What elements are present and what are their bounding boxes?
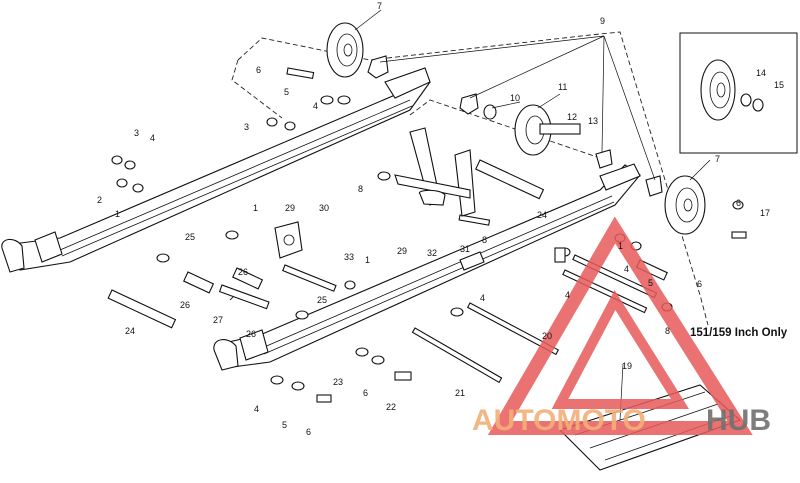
callout-30: 30: [319, 203, 329, 213]
callout-12: 12: [567, 112, 577, 122]
callout-26: 26: [238, 267, 248, 277]
model-length-note: 151/159 Inch Only: [690, 327, 788, 339]
callout-27: 27: [213, 315, 223, 325]
leader-lines: [354, 9, 711, 421]
callout-1: 1: [115, 209, 120, 219]
callout-23: 23: [333, 377, 343, 387]
callout-1c: 1: [365, 255, 370, 265]
callout-5: 5: [284, 87, 289, 97]
callout-29: 29: [285, 203, 295, 213]
callout-6b: 6: [736, 198, 741, 208]
watermark-brand-second: HUB: [706, 404, 771, 437]
callout-25b: 25: [317, 295, 327, 305]
callout-15: 15: [774, 80, 784, 90]
callout-20: 20: [542, 331, 552, 341]
callout-31: 31: [460, 244, 470, 254]
center-bracket: [274, 127, 476, 259]
small-parts: [111, 55, 744, 391]
inset-box: [679, 32, 798, 154]
callout-4b: 4: [150, 133, 155, 143]
callout-13: 13: [588, 116, 598, 126]
wheels: [326, 22, 706, 235]
callout-32: 32: [427, 248, 437, 258]
lower-rail: [213, 163, 641, 371]
callout-6d: 6: [363, 388, 368, 398]
callout-24: 24: [537, 210, 547, 220]
callout-4d: 4: [565, 290, 570, 300]
callout-14: 14: [756, 68, 766, 78]
callout-9: 9: [600, 16, 605, 26]
callout-8b: 8: [482, 235, 487, 245]
callout-6: 6: [256, 65, 261, 75]
callout-21: 21: [455, 388, 465, 398]
callout-17: 17: [760, 208, 770, 218]
callout-3b: 3: [134, 128, 139, 138]
callout-7: 7: [377, 1, 382, 11]
callout-8: 8: [358, 184, 363, 194]
callout-26c: 26: [246, 329, 256, 339]
callout-22: 22: [386, 402, 396, 412]
callout-25: 25: [185, 232, 195, 242]
callout-33: 33: [344, 252, 354, 262]
watermark-brand: AUTOMOTO HUB: [472, 404, 771, 437]
callout-19: 19: [622, 361, 632, 371]
upper-rail: [1, 67, 431, 273]
callout-26b: 26: [180, 300, 190, 310]
callout-11: 11: [558, 82, 567, 92]
callout-4f: 4: [254, 404, 259, 414]
callout-10: 10: [510, 93, 520, 103]
callout-7b: 7: [715, 154, 720, 164]
callout-1b: 1: [253, 203, 258, 213]
callout-29b: 29: [397, 246, 407, 256]
callout-3: 3: [244, 122, 249, 132]
watermark-logo: [487, 216, 753, 435]
callout-numbers: 7 9 6 5 4 3 3 4 2 1 11 10 12 13 14 15 7 …: [97, 1, 784, 437]
callout-8c: 8: [665, 326, 670, 336]
callout-4c: 4: [480, 293, 485, 303]
callout-6e: 6: [306, 427, 311, 437]
callout-1d: 1: [618, 241, 623, 251]
callout-4e: 4: [624, 264, 629, 274]
callout-2: 2: [97, 195, 102, 205]
callout-4: 4: [313, 101, 318, 111]
callout-5c: 5: [282, 420, 287, 430]
callout-5b: 5: [648, 278, 653, 288]
watermark-brand-first: AUTOMOTO: [472, 404, 646, 437]
callout-24b: 24: [125, 326, 135, 336]
callout-6c: 6: [697, 279, 702, 289]
